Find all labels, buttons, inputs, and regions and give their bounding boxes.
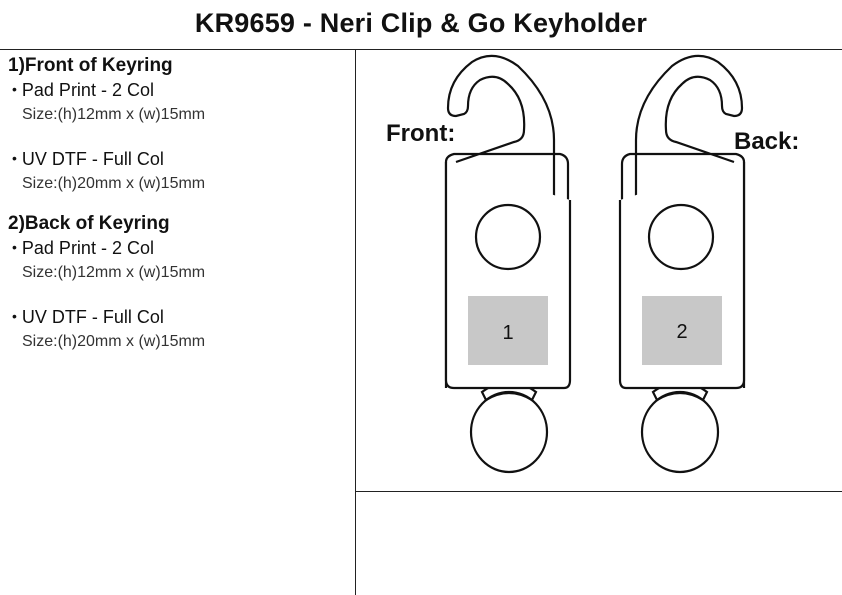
back-print-area-number: 2 bbox=[676, 321, 687, 343]
page-title: KR9659 - Neri Clip & Go Keyholder bbox=[194, 8, 648, 38]
front-hole bbox=[474, 203, 542, 271]
front-print-area bbox=[468, 296, 548, 365]
front-section: 1)Front of Keyring •Pad Print - 2 Col Si… bbox=[8, 54, 348, 196]
front-body-outline bbox=[444, 54, 570, 388]
back-label: Back: bbox=[734, 128, 800, 155]
back-hole bbox=[647, 203, 715, 271]
back-section-title: 2)Back of Keyring bbox=[8, 213, 170, 234]
method-name: Pad Print - 2 Col bbox=[21, 80, 154, 100]
print-specs-panel: 1)Front of Keyring •Pad Print - 2 Col Si… bbox=[8, 54, 348, 370]
bullet-icon: • bbox=[12, 81, 17, 97]
illustration-divider bbox=[356, 491, 842, 492]
back-body-outline bbox=[620, 54, 746, 388]
method-name: UV DTF - Full Col bbox=[21, 307, 164, 327]
front-print-area-number: 1 bbox=[502, 322, 513, 344]
keyholder-drawing: 1 2 bbox=[444, 54, 746, 474]
method-name: UV DTF - Full Col bbox=[21, 149, 164, 169]
bullet-icon: • bbox=[12, 239, 17, 255]
method-size: Size:(h)12mm x (w)15mm bbox=[22, 264, 206, 281]
method-size: Size:(h)20mm x (w)15mm bbox=[22, 175, 206, 192]
back-method-uv-dtf: •UV DTF - Full Col Size:(h)20mm x (w)15m… bbox=[8, 305, 348, 354]
bullet-icon: • bbox=[12, 308, 17, 324]
back-print-area bbox=[642, 296, 722, 365]
front-method-uv-dtf: •UV DTF - Full Col Size:(h)20mm x (w)15m… bbox=[8, 147, 348, 196]
front-split-ring bbox=[469, 390, 549, 474]
front-keyholder bbox=[444, 54, 572, 474]
back-split-ring bbox=[640, 390, 720, 474]
method-name: Pad Print - 2 Col bbox=[21, 238, 154, 258]
back-section: 2)Back of Keyring •Pad Print - 2 Col Siz… bbox=[8, 212, 348, 354]
method-size: Size:(h)20mm x (w)15mm bbox=[22, 333, 206, 350]
back-method-pad-print: •Pad Print - 2 Col Size:(h)12mm x (w)15m… bbox=[8, 236, 348, 285]
header-divider bbox=[0, 49, 842, 50]
front-method-pad-print: •Pad Print - 2 Col Size:(h)12mm x (w)15m… bbox=[8, 78, 348, 127]
column-divider bbox=[355, 49, 356, 595]
back-keyholder bbox=[618, 54, 746, 474]
method-size: Size:(h)12mm x (w)15mm bbox=[22, 106, 206, 123]
front-section-title: 1)Front of Keyring bbox=[8, 55, 173, 76]
front-label: Front: bbox=[386, 120, 456, 147]
bullet-icon: • bbox=[12, 150, 17, 166]
keyholder-illustration: Front: Back: 1 2 bbox=[356, 50, 842, 491]
